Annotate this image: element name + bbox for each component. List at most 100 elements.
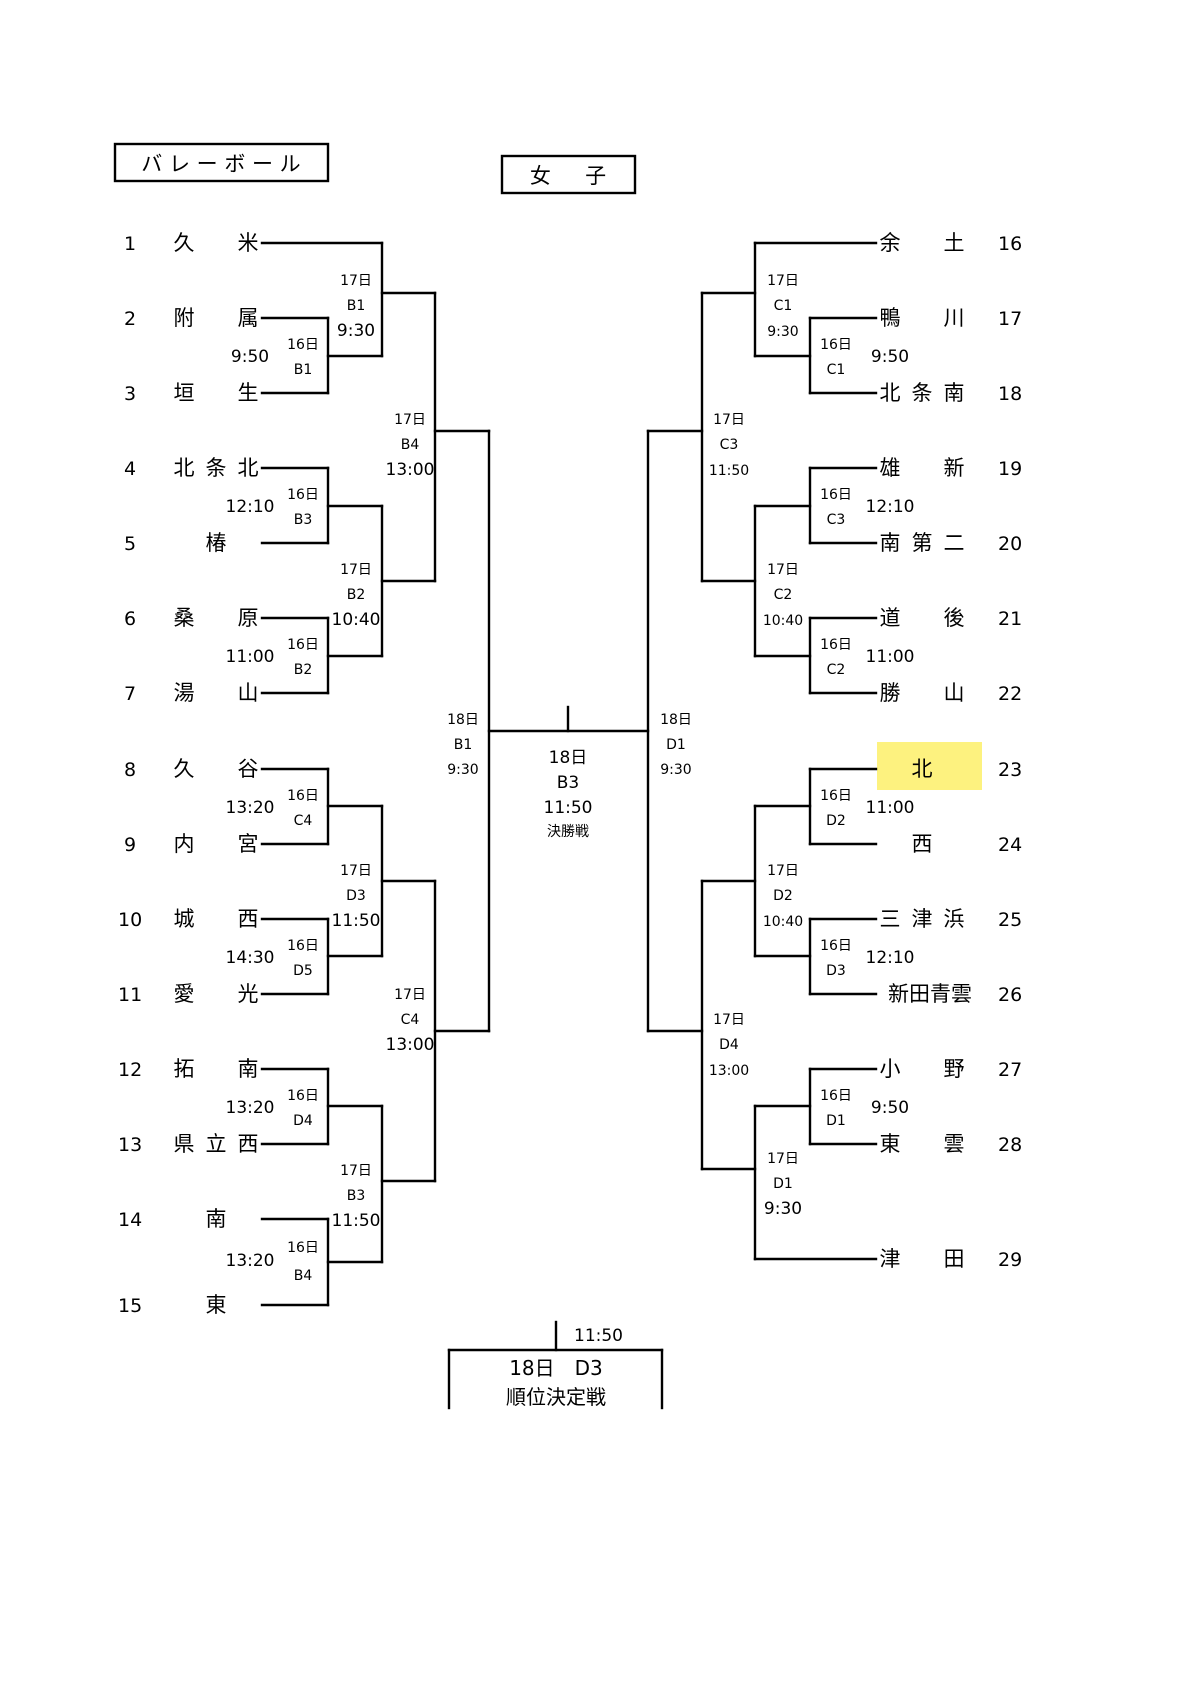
team-entry-28: 東 雲 28	[880, 1132, 1023, 1156]
match-court: B1	[294, 362, 313, 378]
team-entry-11: 11 愛 光	[118, 982, 259, 1006]
match-court: C1	[774, 298, 793, 314]
team-number: 23	[998, 759, 1022, 781]
match-time: 13:00	[386, 460, 435, 480]
match-time: 11:50	[332, 911, 381, 931]
team-entry-18: 北 条 南 18	[880, 381, 1023, 405]
match-label-left-r3-2: 17日 C4 13:00	[386, 987, 435, 1055]
match-label-right-r1-4: 16日 D2 11:00	[820, 788, 914, 829]
match-day: 18日	[660, 712, 692, 728]
match-time: 11:00	[866, 647, 915, 667]
team-name-char: 三	[880, 907, 901, 931]
team-name-char: 城	[174, 907, 195, 931]
match-label-left-r1-7: 16日 B4 13:20	[226, 1240, 319, 1284]
team-entry-10: 10 城 西	[118, 907, 259, 931]
team-23-highlight	[877, 742, 982, 790]
team-number: 5	[124, 533, 136, 555]
match-time: 13:00	[386, 1035, 435, 1055]
match-court: C3	[827, 512, 846, 528]
match-day: 16日	[287, 637, 319, 653]
team-number: 1	[124, 233, 136, 255]
match-court: D3	[826, 963, 846, 979]
team-entry-14: 14 南	[118, 1207, 227, 1231]
team-name-char: 西	[912, 832, 933, 856]
match-court: D4	[719, 1037, 739, 1053]
division-title-box	[500, 154, 637, 195]
match-court: B3	[294, 512, 313, 528]
team-name-char: 南	[238, 1057, 259, 1081]
match-court: D1	[826, 1113, 846, 1129]
team-number: 18	[998, 383, 1022, 405]
left-team-list: 1 久 米 2 附 属 3 垣 生 4 北 条 北 5 椿 6 桑 原	[118, 231, 259, 1317]
match-time: 9:30	[767, 324, 798, 340]
match-label-left-r2-3: 17日 D3 11:50	[332, 863, 381, 931]
team-entry-24: 西 24	[912, 832, 1023, 856]
team-number: 26	[998, 984, 1022, 1006]
team-name-char: 雄	[880, 456, 901, 480]
team-number: 17	[998, 308, 1022, 330]
match-day: 17日	[767, 273, 799, 289]
match-day: 18日	[447, 712, 479, 728]
match-court: C2	[774, 587, 793, 603]
match-label-right-r1-6: 16日 D1 9:50	[820, 1088, 909, 1129]
team-name-char: 野	[944, 1057, 965, 1081]
team-entry-20: 南 第 二 20	[880, 531, 1023, 555]
team-name-char: 山	[944, 681, 965, 705]
sport-title: バ レ ー ボ ー ル	[141, 152, 300, 176]
match-label-left-semi: 18日 B1 9:30	[447, 712, 479, 778]
team-entry-3: 3 垣 生	[124, 381, 259, 405]
team-number: 13	[118, 1134, 142, 1156]
team-number: 21	[998, 608, 1022, 630]
team-number: 25	[998, 909, 1022, 931]
team-number: 22	[998, 683, 1022, 705]
match-label-right-r2-1: 17日 C1 9:30	[767, 273, 799, 340]
match-time: 13:20	[226, 798, 275, 818]
match-time: 9:50	[871, 1098, 909, 1118]
division-title: 女 子	[530, 164, 606, 188]
team-entry-7: 7 湯 山	[124, 681, 259, 705]
match-day: 16日	[287, 1240, 319, 1256]
team-number: 16	[998, 233, 1022, 255]
left-bracket-lines	[260, 241, 491, 1307]
team-name-char: 属	[238, 306, 259, 330]
team-number: 10	[118, 909, 142, 931]
final-title: 決勝戦	[547, 824, 589, 840]
match-court: C1	[827, 362, 846, 378]
match-day: 17日	[713, 1012, 745, 1028]
right-team-list: 余 土 16 鴨 川 17 北 条 南 18 雄 新 19 南 第 二 20 道…	[880, 231, 1023, 1271]
team-number: 9	[124, 834, 136, 856]
team-entry-13: 13 県 立 西	[118, 1132, 259, 1156]
match-day: 16日	[820, 788, 852, 804]
match-day: 17日	[767, 562, 799, 578]
match-day: 17日	[340, 562, 372, 578]
third-place-label: 11:50 18日 D3 順位決定戦	[506, 1326, 623, 1409]
match-court: D2	[826, 813, 846, 829]
team-name-char: 鴨	[880, 306, 901, 330]
final-time: 11:50	[544, 798, 593, 818]
team-name-char: 生	[238, 381, 259, 405]
match-day: 17日	[713, 412, 745, 428]
team-number: 12	[118, 1059, 142, 1081]
match-label-right-r2-4: 17日 D1 9:30	[764, 1151, 802, 1219]
match-day: 16日	[287, 487, 319, 503]
team-name-char: 第	[912, 531, 933, 555]
match-label-left-r2-1: 17日 B1 9:30	[337, 273, 375, 341]
team-name-char: 川	[944, 306, 965, 330]
team-name-char: 北	[238, 456, 259, 480]
match-court: B4	[401, 437, 420, 453]
team-name-char: 垣	[174, 381, 195, 405]
team-entry-9: 9 内 宮	[124, 832, 259, 856]
match-court: D3	[346, 888, 366, 904]
team-name-char: 津	[880, 1247, 901, 1271]
match-day: 16日	[820, 337, 852, 353]
team-entry-23: 北 23	[912, 757, 1023, 781]
match-day: 16日	[820, 487, 852, 503]
match-label-left-r2-2: 17日 B2 10:40	[332, 562, 381, 630]
team-entry-27: 小 野 27	[880, 1057, 1023, 1081]
match-court: D2	[773, 888, 793, 904]
match-day: 16日	[287, 788, 319, 804]
match-time: 13:20	[226, 1251, 275, 1271]
match-label-right-r1-1: 16日 C1 9:50	[820, 337, 909, 378]
match-label-right-r2-3: 17日 D2 10:40	[763, 863, 803, 930]
team-name-char: 原	[238, 606, 259, 630]
